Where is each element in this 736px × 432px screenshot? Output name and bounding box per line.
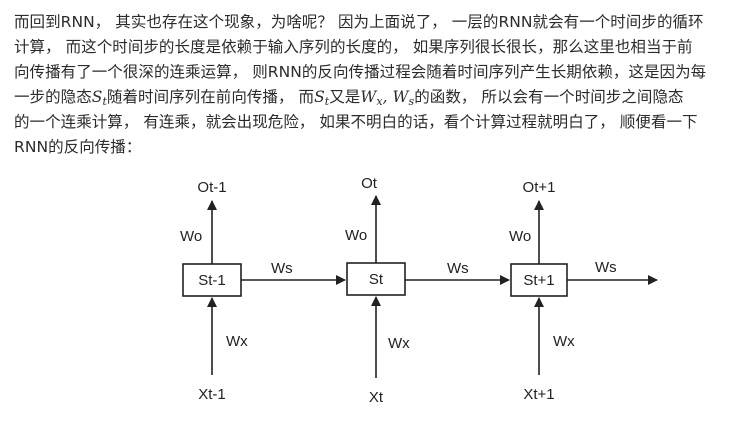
article-paragraph: 而回到RNN， 其实也存在这个现象，为啥呢？ 因为上面说了， 一层的RNN就会有…	[14, 10, 726, 160]
paragraph-line-3: 向传播有了一个很深的连乘运算， 则RNN的反向传播过程会随着时间序列产生长期依赖…	[14, 63, 707, 81]
paragraph-line-6: RNN的反向传播：	[14, 138, 142, 156]
state-label-st-minus-1: St-1	[198, 272, 226, 289]
time-step-2: St Ot Wo Xt Wx	[345, 175, 410, 406]
input-label-xt-minus-1: Xt-1	[198, 386, 226, 403]
output-label-ot-plus-1: Ot+1	[523, 179, 556, 196]
math-comma: ,	[382, 88, 388, 106]
wx-label-step-3: Wx	[553, 333, 575, 350]
wx-label-step-2: Wx	[388, 335, 410, 352]
wo-label-step-3: Wo	[509, 228, 531, 245]
output-label-ot-minus-1: Ot-1	[197, 179, 226, 196]
math-st-2: St	[314, 88, 330, 108]
wx-label-step-1: Wx	[226, 333, 248, 350]
state-label-st-plus-1: St+1	[523, 272, 554, 289]
math-wx-sub: x	[376, 95, 383, 108]
output-label-ot: Ot	[361, 175, 378, 192]
math-st2-sub: t	[324, 95, 330, 108]
state-box-st-plus-1	[510, 263, 568, 297]
paragraph-line-5: 的一个连乘计算， 有连乘，就会出现危险， 如果不明白的话，看个计算过程就明白了，…	[14, 113, 698, 131]
ws-label-1: Ws	[271, 260, 293, 277]
math-wx: Wx	[360, 88, 383, 108]
math-ws-base: W	[392, 88, 409, 106]
input-label-xt-plus-1: Xt+1	[523, 386, 554, 403]
math-st2-base: S	[314, 88, 325, 106]
math-ws-sub: s	[408, 95, 415, 108]
line4-text-pre: 一步的隐态	[14, 88, 92, 106]
time-step-1: St-1 Ot-1 Wo Xt-1 Wx	[180, 179, 248, 403]
recurrent-connections: Ws Ws Ws	[241, 259, 658, 285]
math-wx-base: W	[360, 88, 377, 106]
line4-text-post: 的函数， 所以会有一个时间步之间隐态	[414, 88, 684, 106]
paragraph-line-1: 而回到RNN， 其实也存在这个现象，为啥呢？ 因为上面说了， 一层的RNN就会有…	[14, 13, 704, 31]
line4-text-mid2: 又是	[329, 88, 361, 106]
paragraph-line-2: 计算， 而这个时间步的长度是依赖于输入序列的长度的， 如果序列很长很长，那么这里…	[14, 38, 693, 56]
math-ws: Ws	[388, 88, 415, 108]
math-st: St	[91, 88, 107, 108]
math-st-sub: t	[102, 95, 107, 108]
paragraph-line-4: 一步的隐态St随着时间序列在前向传播， 而St又是Wx, Ws的函数， 所以会有…	[14, 85, 726, 110]
math-st-base: S	[91, 88, 103, 106]
wo-label-step-1: Wo	[180, 228, 202, 245]
ws-label-3: Ws	[595, 259, 617, 276]
line4-text-mid1: 随着时间序列在前向传播， 而	[106, 88, 315, 106]
ws-label-2: Ws	[447, 260, 469, 277]
input-label-xt: Xt	[369, 389, 384, 406]
state-box-st	[346, 262, 406, 296]
state-label-st: St	[369, 271, 384, 288]
time-step-3: St+1 Ot+1 Wo Xt+1 Wx	[509, 179, 575, 403]
wo-label-step-2: Wo	[345, 227, 367, 244]
